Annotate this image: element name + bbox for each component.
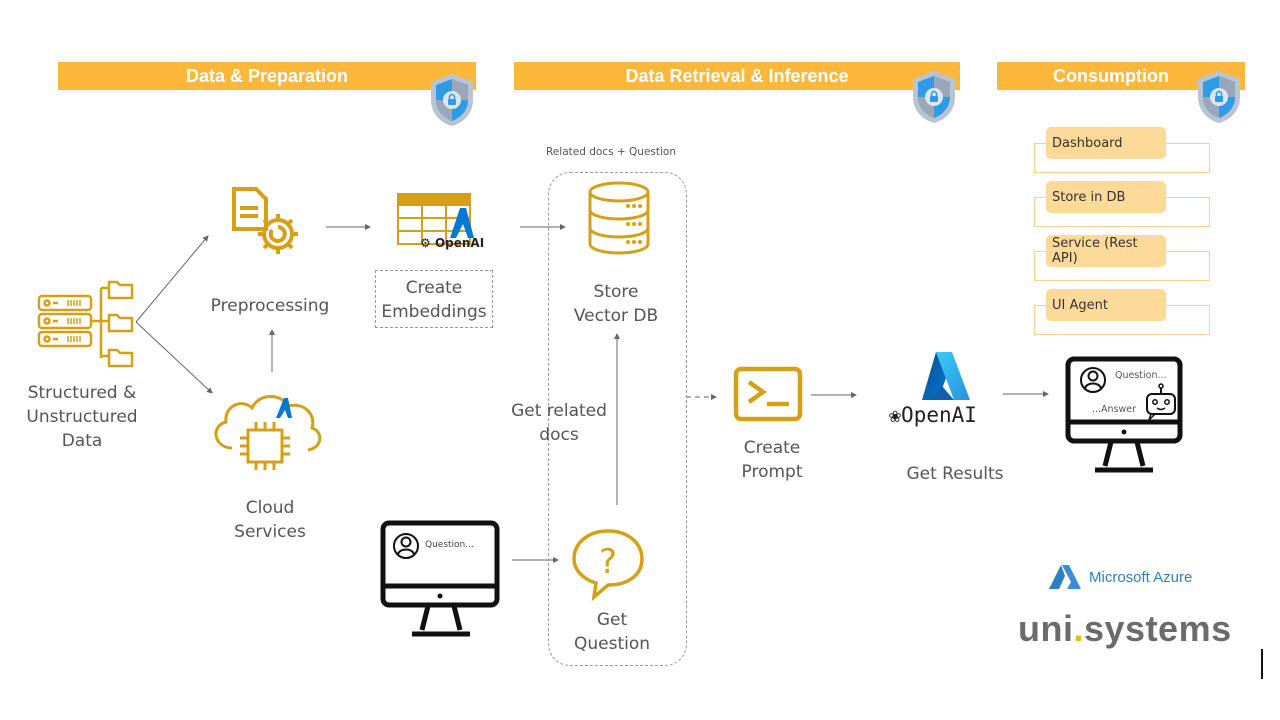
brand-text: OpenAI bbox=[434, 236, 485, 250]
result-question-text: Question... bbox=[1115, 370, 1167, 381]
item-label: UI Agent bbox=[1052, 297, 1108, 313]
openai-brand: ❀OpenAI bbox=[889, 403, 977, 427]
label-line: Create bbox=[743, 438, 801, 458]
item-frame bbox=[1034, 251, 1210, 281]
consumption-item-store-db[interactable]: Store in DB bbox=[1046, 181, 1166, 213]
section-title: Data & Preparation bbox=[185, 65, 349, 86]
create-prompt-label: Create Prompt bbox=[712, 436, 832, 484]
user-monitor-icon bbox=[380, 520, 500, 637]
get-related-docs-label: Get related docs bbox=[500, 399, 618, 447]
item-frame bbox=[1034, 197, 1046, 198]
openai-brand-small: ⚙ OpenAI bbox=[420, 236, 484, 250]
label-line: Vector DB bbox=[573, 306, 659, 326]
text-cursor bbox=[1261, 649, 1263, 679]
openai-logo-icon: ❀ bbox=[889, 403, 902, 427]
question-screen-text: Question... bbox=[425, 540, 474, 550]
embeddings-dashed-box bbox=[375, 270, 493, 328]
preprocessing-label: Preprocessing bbox=[210, 296, 330, 316]
label-line: Question bbox=[573, 634, 651, 654]
microsoft-azure-text: Microsoft Azure bbox=[1089, 569, 1193, 586]
section-banner-consumption: Consumption bbox=[997, 62, 1245, 90]
section-title: Consumption bbox=[1053, 65, 1169, 86]
item-label: Dashboard bbox=[1052, 135, 1123, 151]
azure-logo-icon bbox=[922, 352, 970, 400]
create-embeddings-label: Create Embeddings bbox=[375, 276, 493, 324]
label-line: Prompt bbox=[741, 462, 803, 482]
document-gear-icon bbox=[232, 187, 298, 254]
arrow-source-to-preprocessing bbox=[135, 235, 209, 323]
item-frame bbox=[1034, 197, 1210, 227]
microsoft-azure-logo-icon bbox=[1049, 565, 1081, 589]
item-frame bbox=[1166, 305, 1210, 306]
cloud-chip-icon bbox=[214, 395, 322, 470]
retrieval-group-box bbox=[548, 172, 687, 666]
security-shield-icon bbox=[913, 71, 955, 123]
section-banner-data-preparation: Data & Preparation bbox=[58, 62, 476, 90]
consumption-item-dashboard[interactable]: Dashboard bbox=[1046, 127, 1166, 159]
label-line: Embeddings bbox=[381, 302, 487, 322]
section-title: Data Retrieval & Inference bbox=[625, 65, 849, 86]
item-frame bbox=[1034, 251, 1046, 252]
cloud-services-label: Cloud Services bbox=[210, 496, 330, 544]
question-bubble-icon: ? bbox=[572, 529, 644, 602]
consumption-item-ui-agent[interactable]: UI Agent bbox=[1046, 289, 1166, 321]
item-frame bbox=[1034, 143, 1210, 173]
arrow-source-to-cloud bbox=[135, 321, 213, 394]
get-results-label: Get Results bbox=[906, 464, 1004, 484]
label-line: Store bbox=[593, 282, 639, 302]
label-line: Create bbox=[405, 278, 463, 298]
structured-data-icon bbox=[37, 280, 134, 368]
consumption-item-rest-api[interactable]: Service (Rest API) bbox=[1046, 235, 1166, 267]
label-line: Get related bbox=[511, 401, 607, 421]
item-frame bbox=[1166, 143, 1210, 144]
svg-text:?: ? bbox=[599, 542, 617, 582]
brand-text: OpenAI bbox=[901, 403, 977, 427]
label-line: Cloud bbox=[245, 498, 295, 518]
get-question-label: Get Question bbox=[556, 608, 668, 656]
label-line: Data bbox=[61, 431, 103, 451]
uni-systems-logo: uni.systems bbox=[1018, 608, 1232, 650]
logo-text: uni bbox=[1018, 608, 1074, 649]
terminal-prompt-icon bbox=[733, 366, 803, 422]
section-banner-retrieval-inference: Data Retrieval & Inference bbox=[514, 62, 960, 90]
item-frame bbox=[1034, 305, 1210, 335]
label-line: Services bbox=[234, 522, 306, 542]
item-label: Service (Rest API) bbox=[1052, 236, 1138, 266]
label-line: Get bbox=[596, 610, 628, 630]
label-line: Structured & bbox=[27, 383, 137, 403]
label-line: docs bbox=[539, 425, 579, 445]
result-answer-text: ...Answer bbox=[1092, 404, 1137, 415]
logo-text: systems bbox=[1084, 608, 1232, 649]
security-shield-icon bbox=[1198, 71, 1240, 123]
label-line: Unstructured bbox=[26, 407, 138, 427]
chatbot-monitor-icon bbox=[1065, 356, 1183, 473]
retrieval-group-caption: Related docs + Question bbox=[546, 146, 676, 158]
item-frame bbox=[1166, 251, 1210, 252]
item-frame bbox=[1034, 305, 1046, 306]
store-vector-db-label: Store Vector DB bbox=[556, 280, 676, 328]
logo-dot: . bbox=[1073, 608, 1084, 649]
item-frame bbox=[1166, 197, 1210, 198]
item-frame bbox=[1034, 143, 1046, 144]
source-data-label: Structured & Unstructured Data bbox=[20, 381, 144, 453]
security-shield-icon bbox=[431, 74, 473, 126]
database-icon bbox=[588, 181, 650, 255]
embeddings-table-icon bbox=[397, 193, 474, 245]
openai-logo-icon: ⚙ bbox=[420, 236, 431, 250]
item-label: Store in DB bbox=[1052, 189, 1126, 205]
